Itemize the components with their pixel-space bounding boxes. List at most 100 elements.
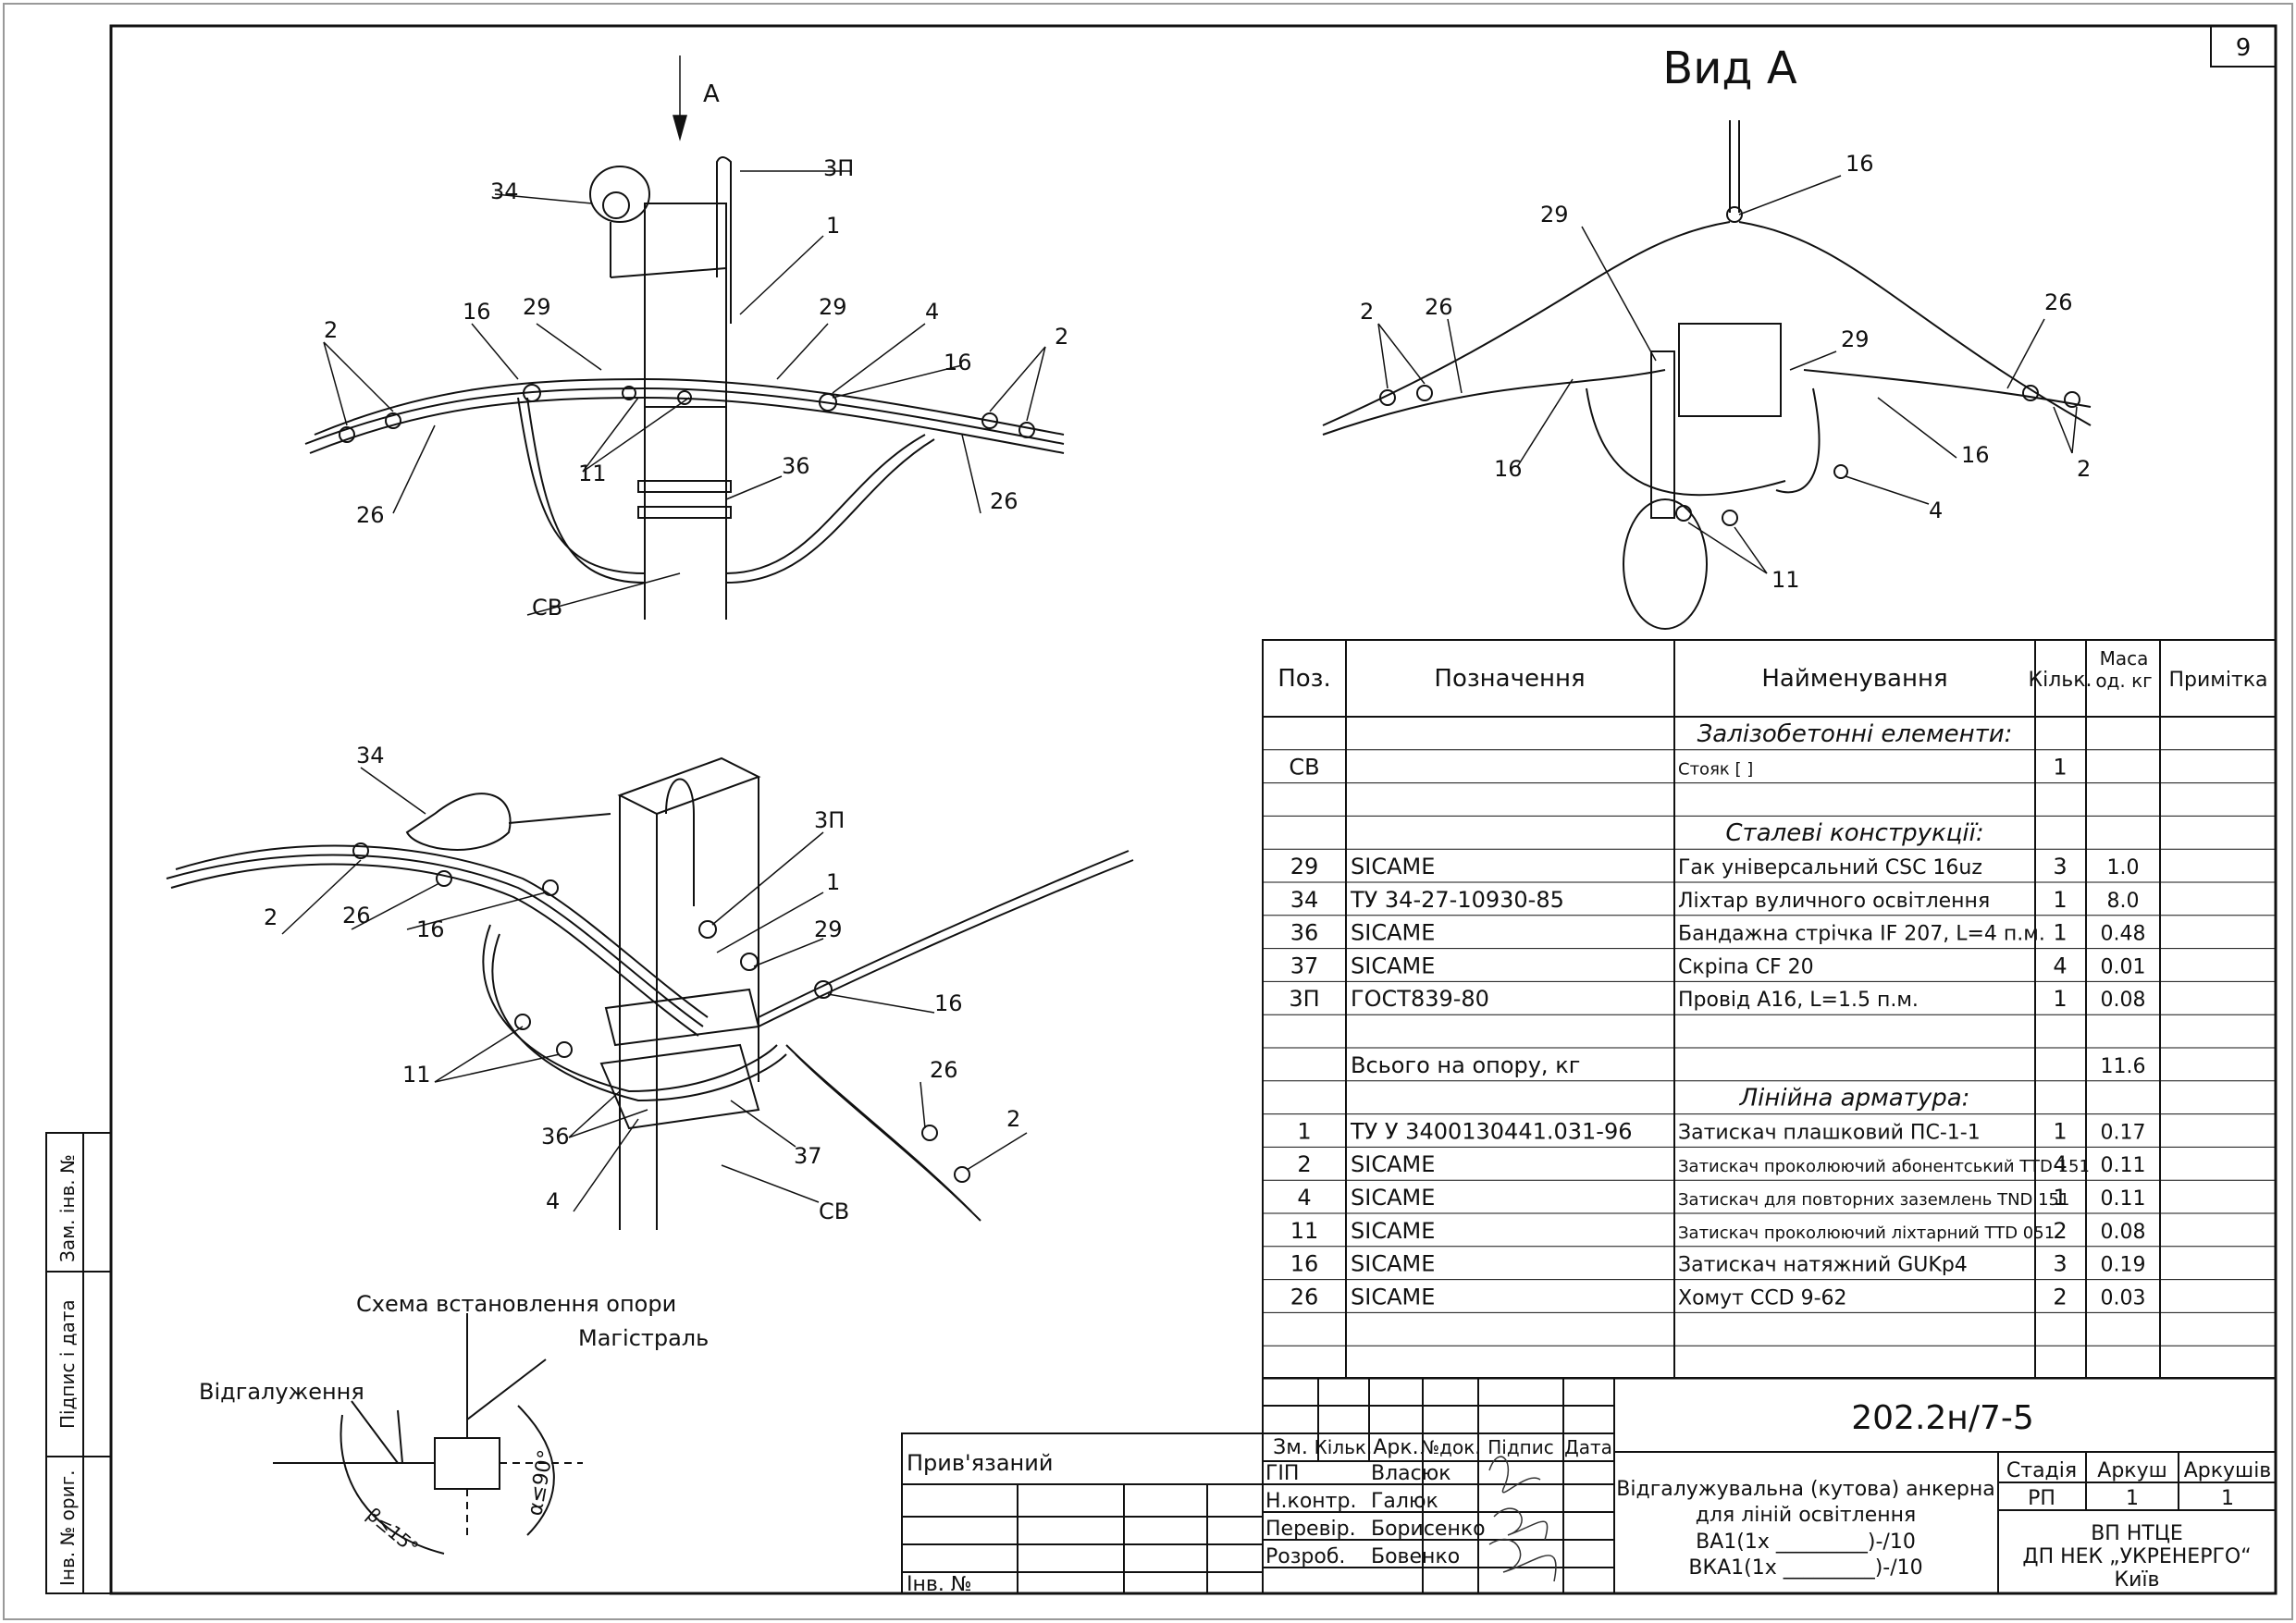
scheme-branch: Відгалуження [199, 1379, 364, 1405]
spec-cell-mass: 0.48 [2101, 923, 2146, 946]
svg-text:34: 34 [356, 743, 385, 768]
svg-text:Кільк.: Кільк. [1315, 1436, 1373, 1458]
spec-cell-name: Затискач для повторних заземлень TND 151 [1678, 1190, 2069, 1210]
svg-text:16: 16 [1845, 151, 1874, 177]
svg-text:Бовенко: Бовенко [1371, 1545, 1460, 1568]
svg-text:26: 26 [356, 502, 385, 528]
spec-cell-name: Сталеві конструкції: [1725, 819, 1983, 847]
drawing-code: 202.2н/7-5 [1851, 1399, 2034, 1437]
spec-cell-name: Затискач проколюючий ліхтарний TTD 051 [1678, 1223, 2055, 1243]
svg-text:16: 16 [1961, 442, 1990, 468]
view-a-callout-labels: 16 29 2 26 26 29 16 16 2 4 11 [1360, 151, 2091, 593]
spec-cell-designation: ГОСТ839-80 [1351, 986, 1489, 1012]
svg-text:ВКА1(1х _________)-/10: ВКА1(1х _________)-/10 [1688, 1556, 1922, 1580]
svg-text:Власюк: Власюк [1371, 1462, 1451, 1485]
spec-cell-qty: 2 [2053, 1218, 2067, 1244]
hdr-mass: Маса од. кг [2095, 647, 2153, 692]
spec-cell-name: Затискач плашковий ПС-1-1 [1678, 1121, 1981, 1144]
spec-cell-qty: 1 [2053, 1118, 2067, 1144]
scheme-main-line: Магістраль [578, 1325, 709, 1351]
svg-text:Підпис: Підпис [1487, 1436, 1554, 1458]
spec-cell-designation: SICAME [1351, 920, 1435, 946]
svg-text:Аркушів: Аркушів [2184, 1459, 2272, 1482]
spec-cell-designation: Всього на опору, кг [1351, 1052, 1580, 1078]
spec-header: Поз. Позначення Найменування Кільк. Маса… [1278, 647, 2267, 693]
svg-text:36: 36 [541, 1124, 570, 1150]
isometric-callout-labels: 34 3П 1 29 2 26 16 16 11 26 2 36 37 4 СВ [264, 743, 1020, 1224]
svg-text:11: 11 [1771, 567, 1800, 593]
svg-text:29: 29 [1841, 326, 1870, 352]
view-arrow-label: А [703, 80, 720, 108]
svg-text:для ліній освітлення: для ліній освітлення [1696, 1504, 1917, 1527]
svg-text:Перевір.: Перевір. [1265, 1518, 1356, 1541]
svg-text:16: 16 [1494, 456, 1523, 482]
linked-label: Прив'язаний [907, 1450, 1053, 1476]
svg-text:Борисенко: Борисенко [1371, 1518, 1486, 1541]
svg-text:Відгалужувальна (кутова) анкер: Відгалужувальна (кутова) анкерна [1616, 1478, 1994, 1501]
spec-cell-name: Ліхтар вуличного освітлення [1678, 890, 1990, 913]
svg-text:ДП НЕК „УКРЕНЕРГО“: ДП НЕК „УКРЕНЕРГО“ [2022, 1545, 2251, 1568]
svg-text:26: 26 [342, 903, 371, 928]
spec-cell-mass: 11.6 [2101, 1055, 2146, 1078]
spec-cell-pos: 36 [1290, 920, 1319, 946]
spec-cell-designation: SICAME [1351, 854, 1435, 879]
spec-cell-mass: 0.01 [2101, 955, 2146, 978]
side-zam-inv: Зам. інв. № [56, 1154, 79, 1262]
sheet-number: 9 [2236, 34, 2252, 62]
svg-text:34: 34 [490, 178, 519, 204]
svg-text:16: 16 [934, 990, 963, 1016]
svg-text:№док.: №док. [1420, 1436, 1480, 1458]
hdr-name: Найменування [1761, 665, 1947, 693]
spec-cell-qty: 3 [2053, 1251, 2067, 1277]
spec-cell-designation: SICAME [1351, 1218, 1435, 1244]
spec-cell-designation: SICAME [1351, 953, 1435, 978]
svg-text:ВП НТЦЕ: ВП НТЦЕ [2091, 1522, 2183, 1545]
svg-text:Галюк: Галюк [1371, 1490, 1438, 1513]
top-left-view [304, 156, 1065, 620]
spec-cell-name: Хомут CCD 9-62 [1678, 1286, 1847, 1309]
spec-cell-qty: 2 [2053, 1284, 2067, 1309]
spec-cell-pos: 1 [1297, 1118, 1311, 1144]
svg-text:26: 26 [930, 1057, 958, 1083]
spec-cell-pos: 11 [1290, 1218, 1319, 1244]
svg-text:1: 1 [826, 869, 840, 895]
isometric-callouts [281, 767, 1028, 1212]
hdr-designation: Позначення [1434, 665, 1585, 693]
spec-cell-name: Залізобетонні елементи: [1697, 720, 2013, 748]
spec-cell-name: Лінійна арматура: [1739, 1085, 1970, 1113]
spec-cell-mass: 0.11 [2101, 1154, 2146, 1177]
svg-text:Арк.: Арк. [1373, 1436, 1418, 1459]
svg-text:2: 2 [2077, 456, 2091, 482]
spec-cell-pos: 16 [1290, 1251, 1319, 1277]
title-block-text: Зм. Кільк. Арк. №док. Підпис Дата ГІП Вл… [907, 1399, 2271, 1596]
drawing-frame [109, 24, 2277, 1595]
view-a-callouts [1377, 175, 2078, 574]
svg-text:16: 16 [416, 916, 445, 942]
spec-cell-pos: 4 [1297, 1185, 1311, 1211]
svg-text:37: 37 [794, 1143, 822, 1169]
top-left-callout-labels: 34 3П 1 2 16 29 29 4 16 2 11 36 26 26 СВ [324, 155, 1068, 621]
svg-text:4: 4 [1929, 498, 1943, 523]
svg-text:1: 1 [2221, 1487, 2234, 1510]
spec-cell-mass: 0.11 [2101, 1187, 2146, 1211]
spec-cell-name: Стояк [ ] [1678, 760, 1753, 780]
svg-text:Дата: Дата [1564, 1436, 1612, 1458]
spec-cell-name: Скріпа CF 20 [1678, 955, 1814, 978]
svg-text:2: 2 [1360, 299, 1374, 325]
svg-text:Київ: Київ [2115, 1568, 2160, 1592]
spec-cell-qty: 4 [2053, 1151, 2067, 1177]
svg-text:4: 4 [925, 299, 939, 325]
svg-text:26: 26 [990, 488, 1018, 514]
view-a-title: Вид А [1662, 43, 1797, 94]
spec-cell-mass: 0.17 [2101, 1121, 2146, 1144]
svg-text:36: 36 [782, 453, 810, 479]
spec-cell-mass: 0.19 [2101, 1254, 2146, 1277]
spec-cell-pos: 2 [1297, 1151, 1311, 1177]
svg-text:ВА1(1х _________)-/10: ВА1(1х _________)-/10 [1696, 1531, 1916, 1554]
svg-text:29: 29 [523, 294, 551, 320]
scheme-beta: β≤15° [363, 1503, 423, 1558]
inv-no-label: Інв. № [907, 1573, 972, 1596]
spec-cell-pos: 34 [1290, 887, 1319, 913]
hdr-pos: Поз. [1278, 665, 1331, 693]
svg-text:Н.контр.: Н.контр. [1265, 1490, 1356, 1513]
